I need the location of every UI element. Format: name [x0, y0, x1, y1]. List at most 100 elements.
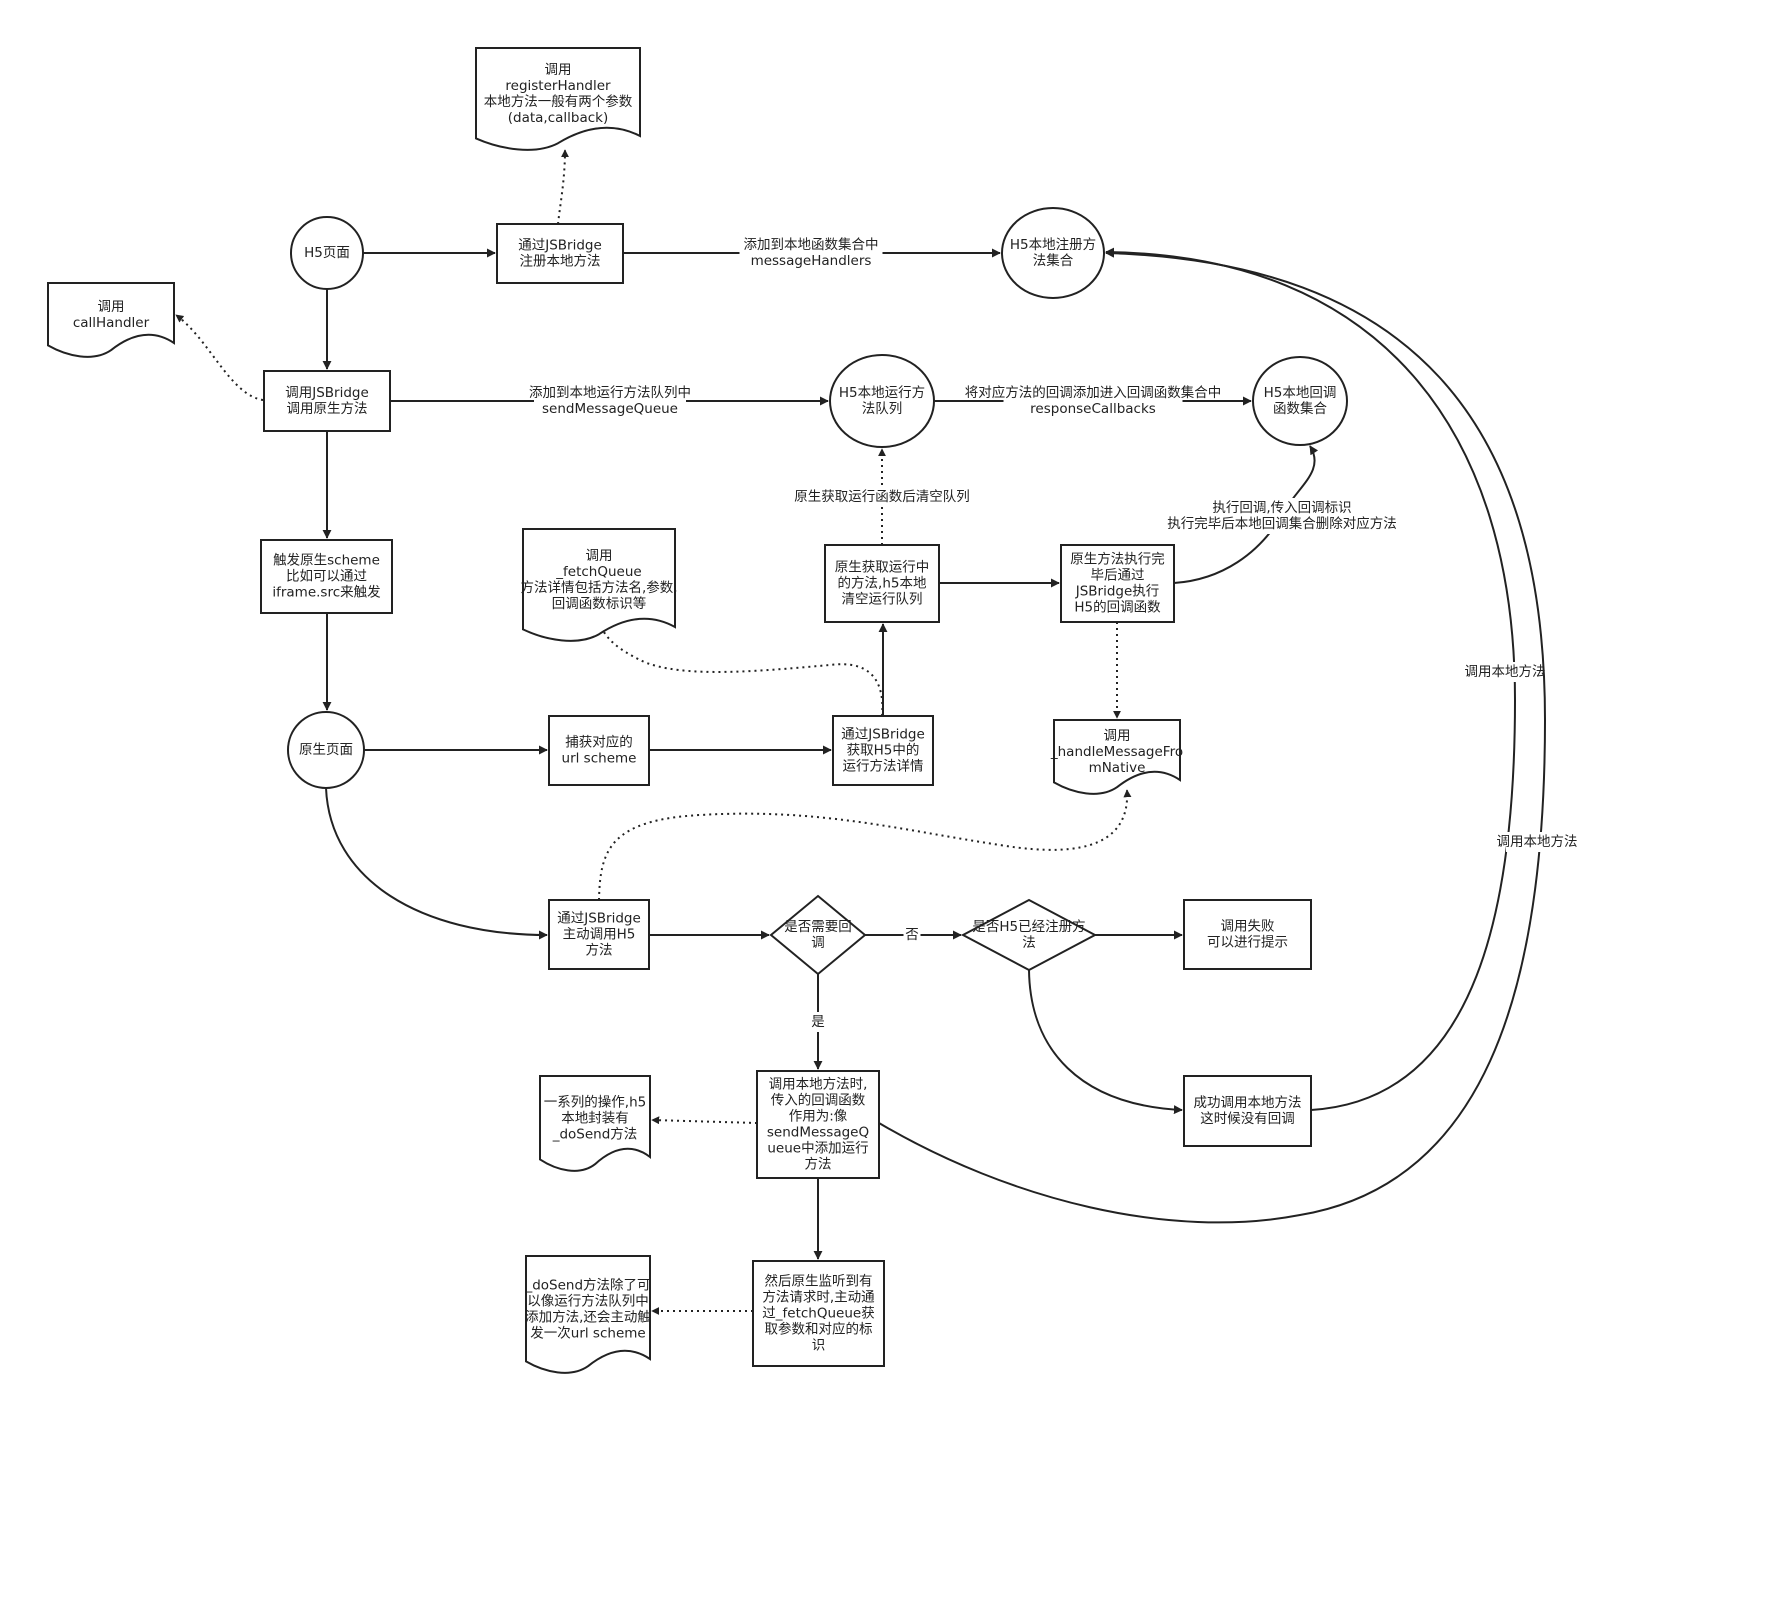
- node-document: [1053, 719, 1181, 795]
- node-document: [525, 1255, 651, 1374]
- note-node-register-doc: 调用registerHandler本地方法一般有两个参数(data,callba…: [475, 47, 641, 151]
- node-box: [752, 1260, 885, 1367]
- node-label-line-0: H5本地注册方: [1010, 237, 1096, 253]
- edge-label-line-1: sendMessageQueue: [542, 401, 678, 417]
- edge-label-line-0: 是: [811, 1014, 825, 1030]
- edge-e-native-active: [325, 787, 548, 940]
- node-box: [1183, 899, 1312, 970]
- node-label-line-0: 成功调用本地方法: [1194, 1095, 1302, 1111]
- node-label-line-0: _doSend方法除了可: [524, 1278, 650, 1294]
- node-label-line-1: _fetchQueue: [555, 564, 641, 580]
- edge-label-line-0: 添加到本地函数集合中: [744, 237, 879, 253]
- edge-label-bg: [534, 383, 686, 419]
- node-label-line-0: 是否需要回: [784, 919, 852, 935]
- node-label-line-2: 添加方法,还会主动触: [525, 1310, 651, 1326]
- edge-label-line-0: 执行回调,传入回调标识: [1212, 500, 1351, 516]
- node-label-line-0: 调用: [98, 299, 125, 315]
- node-ellipse: [290, 216, 364, 290]
- node-document: [522, 528, 676, 642]
- node-box: [263, 370, 391, 432]
- node-label-line-0: 调用本地方法时,: [769, 1077, 868, 1093]
- node-label-line-1: 获取H5中的: [847, 743, 920, 759]
- edge-label-bg: [1474, 662, 1536, 682]
- node-label-line-0: 原生获取运行中: [835, 560, 930, 576]
- node-label-line-3: 发一次url scheme: [530, 1326, 645, 1342]
- node-label-line-1: 法: [1022, 935, 1036, 951]
- node-box: [1183, 1075, 1312, 1147]
- edge-label-line-1: messageHandlers: [751, 253, 872, 269]
- node-label-line-3: 取参数和对应的标: [765, 1321, 873, 1338]
- node-box: [548, 715, 650, 786]
- node-label-line-0: 触发原生scheme: [273, 553, 380, 569]
- nodes-layer: 调用registerHandler本地方法一般有两个参数(data,callba…: [47, 47, 1348, 1374]
- node-box: [496, 223, 624, 284]
- node-document: [47, 282, 175, 358]
- node-ellipse: [287, 711, 365, 789]
- process-node-call-with-callback: 调用本地方法时,传入的回调函数作用为:像sendMessageQueue中添加运…: [756, 1070, 880, 1179]
- node-label-line-1: 法集合: [1033, 253, 1074, 269]
- edge-label-line-0: 将对应方法的回调添加进入回调函数集合中: [965, 384, 1222, 401]
- edge-label-bg: [819, 487, 945, 507]
- node-label-line-2: 本地方法一般有两个参数: [484, 93, 633, 110]
- node-label-line-4: ueue中添加运行: [767, 1141, 868, 1157]
- edge-label-line-0: 调用本地方法: [1465, 664, 1546, 680]
- edge-label-bg: [739, 235, 883, 271]
- edge-label-line-1: 执行完毕后本地回调集合删除对应方法: [1167, 515, 1397, 532]
- edge-e-active-handle: [598, 789, 1132, 901]
- node-label-line-0: 通过JSBridge: [518, 238, 602, 254]
- edge-label-bg: [903, 925, 921, 945]
- node-label-line-0: 通过JSBridge: [841, 727, 925, 743]
- state-node-h5-page: H5页面: [290, 216, 364, 290]
- node-diamond: [960, 898, 1098, 972]
- edge-label-e-decide-no: 否: [903, 925, 921, 945]
- node-label-line-0: 调用: [586, 548, 613, 564]
- node-label-line-0: 一系列的操作,h5: [544, 1095, 646, 1111]
- node-label-line-2: iframe.src来触发: [272, 585, 381, 601]
- node-label-line-0: 调用: [1104, 728, 1131, 744]
- node-label-line-0: 然后原生监听到有: [765, 1273, 873, 1290]
- node-label-line-1: 调: [811, 935, 825, 951]
- node-label-line-0: H5页面: [304, 245, 350, 261]
- node-label-line-2: 清空运行队列: [842, 592, 923, 608]
- node-label-line-0: 调用JSBridge: [285, 385, 369, 401]
- node-box: [832, 715, 934, 786]
- node-label-line-1: url scheme: [562, 751, 637, 767]
- edge-label-e-fetch-queue: 原生获取运行函数后清空队列: [794, 487, 970, 507]
- node-box: [1060, 544, 1175, 623]
- node-label-line-3: H5的回调函数: [1074, 600, 1161, 616]
- node-label-line-2: mNative: [1089, 760, 1146, 776]
- edge-label-line-0: 调用本地方法: [1497, 834, 1578, 850]
- edge-label-line-0: 否: [905, 927, 919, 943]
- state-node-native-page: 原生页面: [287, 711, 365, 789]
- node-label-line-2: 作用为:像: [789, 1109, 848, 1125]
- node-label-line-1: 比如可以通过: [286, 569, 367, 585]
- node-label-line-1: 毕后通过: [1091, 568, 1145, 584]
- node-label-line-1: 可以进行提示: [1207, 935, 1288, 951]
- node-label-line-0: 调用失败: [1221, 919, 1275, 935]
- edge-e-callback-dosend: [651, 1116, 758, 1125]
- edge-e-detail-fetchdoc: [598, 623, 884, 717]
- edge-e-check-success: [1028, 969, 1183, 1115]
- node-ellipse: [1001, 207, 1105, 299]
- node-label-line-1: 的方法,h5本地: [838, 576, 927, 592]
- node-label-line-5: 方法: [805, 1157, 832, 1173]
- node-label-line-2: 方法: [586, 943, 613, 959]
